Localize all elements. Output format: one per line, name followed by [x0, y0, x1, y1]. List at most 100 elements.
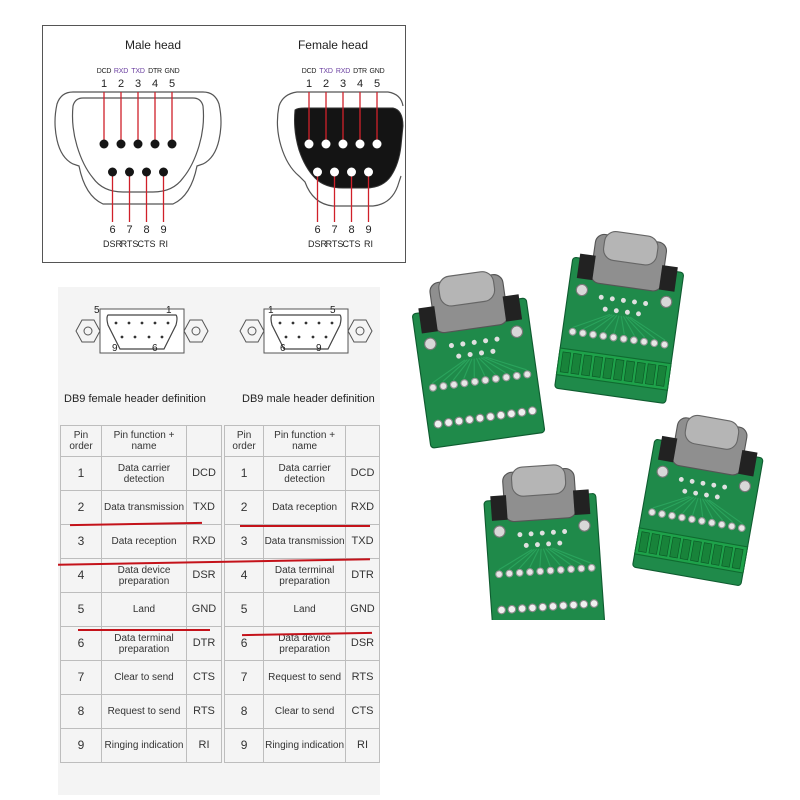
solder-pad: [439, 382, 448, 391]
table-header-row: Pin order Pin function + name: [60, 425, 222, 457]
solder-pad: [708, 518, 716, 527]
male-pin-number: 9: [160, 224, 167, 236]
fem-pin-number: 2: [322, 78, 330, 90]
pin-abbr-cell: RTS: [345, 660, 380, 695]
male-signal-cts: CTS: [137, 239, 156, 249]
pin-abbr-cell: DSR: [186, 558, 222, 593]
solder-pad: [717, 520, 726, 529]
fem-signal-gnd: GND: [369, 68, 385, 75]
mounting-hole: [493, 525, 506, 538]
fem-signal-dcd: DCD: [301, 68, 317, 75]
pin-abbr-cell: RXD: [186, 524, 222, 559]
male-pin-number: 5: [168, 78, 176, 90]
male-header-view: [239, 308, 373, 354]
female-view-label-1: 1: [166, 305, 172, 316]
pin-dot: [140, 321, 144, 325]
pin-contact: [321, 139, 331, 149]
fem-pin-number: 7: [331, 224, 338, 236]
solder-pad: [599, 332, 608, 340]
pin-function-cell: Land: [263, 592, 347, 627]
solder-pad: [587, 563, 596, 572]
hex-standoff: [490, 495, 508, 521]
pin-contact: [313, 167, 322, 177]
pin-function-cell: Clear to send: [101, 660, 187, 695]
pin-contact: [364, 167, 373, 177]
fem-signal-dsr: DSR: [307, 239, 328, 249]
female-definition-title: DB9 female header definition: [64, 393, 206, 405]
pin-dot: [278, 321, 282, 325]
solder-pad: [449, 380, 458, 389]
pin-order-cell: 3: [223, 524, 265, 559]
solder-pad: [433, 419, 443, 429]
female-header-view: [75, 308, 209, 354]
pin-dot: [133, 335, 137, 339]
solder-pad: [444, 418, 454, 428]
fem-signal-cts: CTS: [342, 239, 361, 249]
solder-pad: [660, 340, 669, 349]
pin-function-cell: Land: [101, 592, 187, 627]
male-signal-dsr: DSR: [102, 239, 123, 249]
solder-pad: [527, 406, 537, 416]
male-view-label-9: 9: [316, 343, 322, 354]
solder-pad: [512, 371, 521, 380]
pin-abbr-cell: GND: [345, 592, 380, 627]
pin-contact: [125, 167, 134, 177]
breakout-board-bottom-center: [483, 464, 606, 620]
pin-order-cell: 8: [223, 694, 265, 729]
pin-function-cell: Data transmission: [263, 524, 347, 559]
fem-pin-number: 5: [373, 78, 381, 90]
solder-pad: [507, 604, 517, 614]
pin-dot: [120, 335, 124, 339]
hex-standoff: [502, 294, 523, 322]
header-abbr: [345, 425, 380, 457]
pin-abbr-cell: RTS: [186, 694, 222, 729]
male-pin-number: 7: [126, 224, 133, 236]
solder-pad: [526, 568, 534, 577]
mounting-hole: [738, 480, 751, 493]
pin-contact: [116, 139, 126, 149]
pin-contact: [355, 139, 365, 149]
solder-pad: [577, 564, 586, 573]
solder-pad: [428, 383, 437, 392]
pin-contact: [304, 139, 314, 149]
solder-pad: [517, 407, 527, 417]
pin-dot: [153, 321, 157, 325]
fem-pin-number: 3: [339, 78, 347, 90]
male-pin-number: 2: [117, 78, 125, 90]
pin-dot: [297, 335, 301, 339]
pin-contact: [347, 167, 356, 177]
breakout-board-top-right: [554, 230, 684, 404]
pin-dot: [114, 321, 118, 325]
pin-function-cell: Data reception: [101, 524, 187, 559]
pin-order-cell: 9: [60, 728, 102, 763]
solder-pad: [505, 569, 514, 578]
pin-abbr-cell: GND: [186, 592, 222, 627]
male-view-label-1: 1: [268, 305, 274, 316]
pin-order-cell: 2: [60, 490, 102, 525]
hex-standoff: [658, 265, 678, 292]
pin-abbr-cell: TXD: [345, 524, 380, 559]
hex-standoff: [418, 306, 438, 334]
solder-pad: [640, 337, 648, 346]
pin-contact: [150, 139, 160, 149]
solder-pad: [502, 373, 511, 382]
male-connector-drawing: [54, 91, 222, 222]
male-pin-number: 8: [143, 224, 150, 236]
pin-dot: [330, 321, 334, 325]
male-signal-gnd: GND: [164, 68, 180, 75]
pin-contact: [142, 167, 151, 177]
male-pin-number: 1: [100, 78, 108, 90]
pin-dot: [160, 335, 164, 339]
mounting-hole: [423, 337, 437, 351]
pin-function-cell: Data carrier detection: [101, 456, 187, 491]
